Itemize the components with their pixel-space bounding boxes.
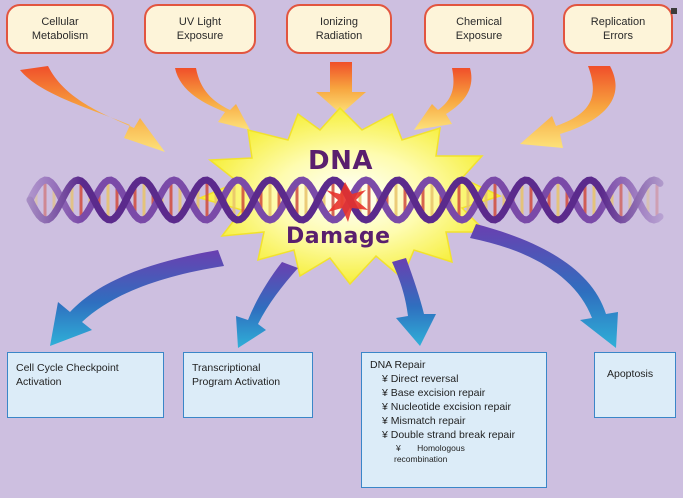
cause-box-chemical-exposure: Chemical Exposure [424,4,534,54]
repair-item-nucleotide-excision: ¥ Nucleotide excision repair [382,401,511,413]
arrow-to-apoptosis [470,224,618,348]
cause-arrows [20,62,616,152]
cause-box-replication-errors: Replication Errors [563,4,673,54]
damage-spark-icon [326,182,368,222]
corner-mark [671,8,677,14]
outcome-box-checkpoint: Cell Cycle Checkpoint Activation [7,352,164,418]
apoptosis-label: Apoptosis [607,368,654,380]
cause-box-ionizing-radiation: Ionizing Radiation [286,4,392,54]
arrow-to-checkpoint [50,250,224,346]
transcription-label: Transcriptional Program Activation [192,362,281,388]
subitem-marker: ¥ [396,443,401,453]
arrow-from-cellular-metabolism [20,66,165,152]
arrow-to-repair [392,258,436,346]
cause-box-cellular-metabolism: Cellular Metabolism [6,4,114,54]
arrow-from-chemical-exposure [414,68,472,130]
arrow-to-transcription [236,262,298,348]
repair-item-mismatch: ¥ Mismatch repair [382,415,466,427]
outcome-box-transcription: Transcriptional Program Activation [183,352,313,418]
arrow-from-ionizing-radiation [316,62,366,114]
center-label-damage: Damage [286,224,391,249]
dna-repair-title: DNA Repair [370,359,426,371]
center-label-dna: DNA [308,146,373,176]
arrow-from-replication-errors [520,66,616,148]
outcome-arrows [50,224,618,348]
repair-item-double-strand-break: ¥ Double strand break repair [382,429,516,441]
repair-item-direct-reversal: ¥ Direct reversal [382,373,459,385]
repair-subitem-recombination: recombination [394,454,448,464]
checkpoint-label: Cell Cycle Checkpoint Activation [16,362,119,388]
dna-repair-list: ¥ Direct reversal ¥ Base excision repair… [370,372,538,442]
outcome-box-dna-repair: DNA Repair ¥ Direct reversal ¥ Base exci… [361,352,547,488]
cause-box-uv-light: UV Light Exposure [144,4,256,54]
arrow-from-uv-light [175,68,250,130]
outcome-box-apoptosis: Apoptosis [594,352,676,418]
repair-item-base-excision: ¥ Base excision repair [382,387,486,399]
repair-subitem-homologous: ¥ Homologous [370,443,538,454]
subitem-line1: Homologous [417,443,465,453]
